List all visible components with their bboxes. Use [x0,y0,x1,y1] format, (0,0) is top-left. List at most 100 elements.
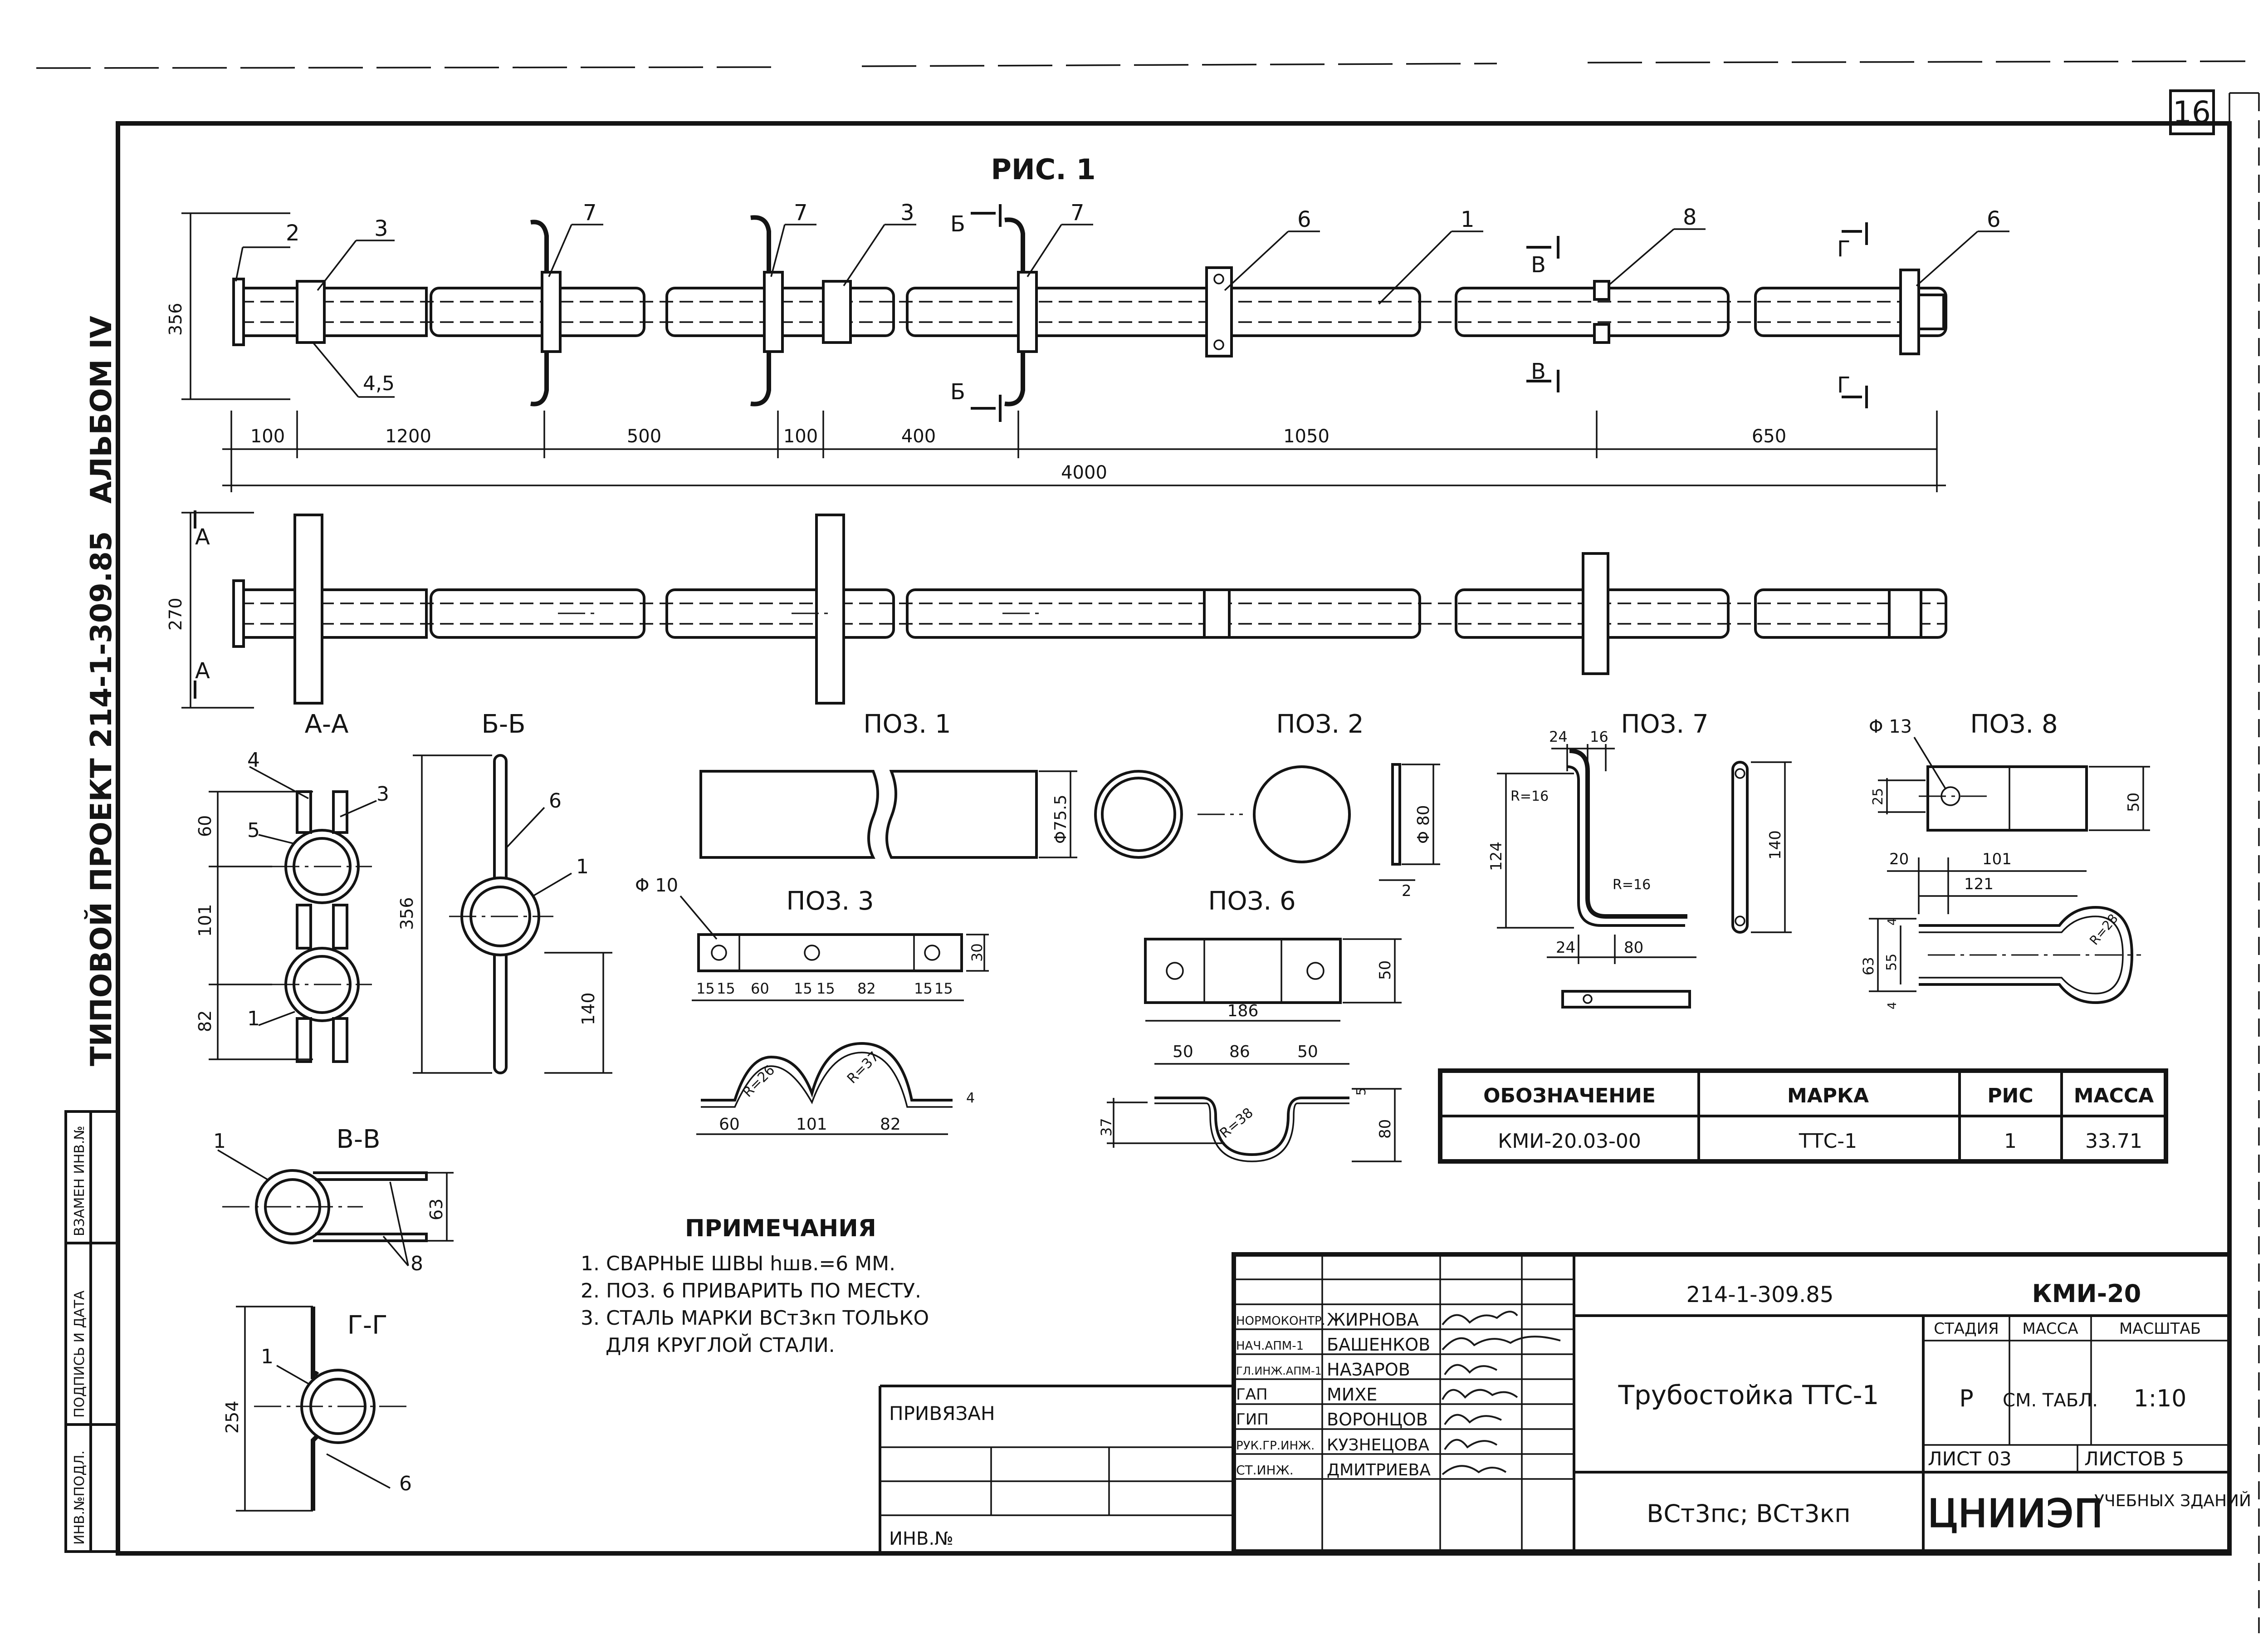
scale-value: 1:10 [2134,1385,2187,1412]
mass-value: СМ. ТАБЛ. [2003,1390,2098,1411]
dim-label: 80 [1376,1119,1394,1139]
dim-label: 55 [1884,954,1900,971]
staff-name: НАЗАРОВ [1327,1360,1410,1380]
dim-label: 50 [2125,793,2143,812]
strip-inv: ИНВ.№ПОДЛ. [72,1450,88,1545]
dim-label: 500 [627,426,661,447]
position-1: ПОЗ. 1 Φ75.5 [699,710,1243,859]
leader-label: 7 [583,200,597,225]
figure-plan: 270 А А [166,510,1947,709]
stage-head: СТАДИЯ [1934,1320,1999,1338]
pos1-title: ПОЗ. 1 [863,710,951,739]
section-gg: Г-Г 254 1 6 [222,1306,412,1512]
leader-label: 1 [1461,207,1475,232]
doc-code: 214-1-309.85 [1686,1282,1834,1307]
dim-label: 60 [195,815,215,837]
pos7-title: ПОЗ. 7 [1621,710,1708,739]
notes: ПРИМЕЧАНИЯ 1. СВАРНЫЕ ШВЫ hшв.=6 ММ. 2. … [581,1215,929,1357]
dim-label: 186 [1227,1002,1259,1020]
leaders-elevation: 2 3 7 7 3 7 6 1 8 6 4,5 [235,200,2009,398]
leader-label: 3 [900,200,914,225]
dim-label: 4 [1886,1002,1899,1009]
staff-name: ЖИРНОВА [1327,1310,1419,1330]
dim-label: 1200 [385,426,431,447]
spec-table: ОБОЗНАЧЕНИЕ МАРКА РИС МАССА КМИ-20.03-00… [1438,1068,2168,1164]
position-2: ПОЗ. 2 Φ 80 2 [1253,710,1440,900]
dim-label: 86 [1229,1043,1250,1061]
section-mark: Г [1837,372,1850,398]
dim-label: 24 [1549,728,1568,745]
section-bb: Б-Б 356 140 6 1 [397,710,612,1074]
leader-label: 6 [399,1472,412,1495]
dim-label: 37 [1098,1118,1115,1136]
staff-name: ДМИТРИЕВА [1327,1461,1431,1479]
spec-header: РИС [1987,1084,2033,1107]
title-block: ПРИВЯЗАН ИНВ.№ НОРМОКОНТР. ЖИРНОВА НАЧ.А… [879,1252,2251,1554]
dim-label: 2 [1402,882,1412,900]
position-8: ПОЗ. 8 Φ 13 25 50 20 101 121 R=28 63 55 … [1860,710,2150,1009]
dim-label: 15 [914,980,933,997]
dim-label: 124 [1487,842,1505,871]
figure-title: РИС. 1 [991,153,1095,186]
radius-label: R=26 [740,1062,778,1100]
sheet-label: ЛИСТ 03 [1928,1448,2012,1470]
staff-role: ГИП [1236,1410,1269,1429]
section-mark: А [195,658,210,684]
dim-label: 121 [1964,875,1994,893]
staff-role: ГЛ.ИНЖ.АПМ-1 [1236,1365,1322,1377]
dim-label: 63 [1860,957,1877,975]
section-mark: В [1531,252,1546,278]
dim-label: 24 [1556,939,1575,957]
sheet-frame: 16 [36,60,2260,1633]
notes-title: ПРИМЕЧАНИЯ [685,1215,876,1242]
leader-label: 8 [1683,205,1697,230]
leader-label: 4,5 [363,372,395,395]
dim-label: 50 [1173,1043,1193,1061]
section-mark: Г [1837,236,1850,262]
inv-label: ИНВ.№ [889,1528,953,1549]
sheet-title: Трубостойка ТТС-1 [1618,1380,1879,1410]
hole-dim: Φ 10 [635,875,678,896]
dim-label: 140 [578,992,598,1025]
dim-label: 82 [857,980,876,997]
section-aa: А-А 60 101 82 4 3 5 1 [195,710,389,1063]
dim-label: 30 [968,943,986,962]
stage-value: Р [1959,1385,1973,1412]
dim-label: 50 [1297,1043,1318,1061]
section-vv: В-В 63 1 8 [213,1125,454,1275]
sheet-number: 16 [2173,95,2211,130]
staff-name: ВОРОНЦОВ [1327,1410,1428,1430]
staff-name: КУЗНЕЦОВА [1327,1436,1429,1454]
org-suffix: УЧЕБНЫХ ЗДАНИЙ [2094,1491,2251,1510]
side-labels: АЛЬБОМ IV ТИПОВОЙ ПРОЕКТ 214-1-309.85 [84,316,118,1066]
notes-line: 2. ПОЗ. 6 ПРИВАРИТЬ ПО МЕСТУ. [581,1279,921,1302]
dim-label: 82 [195,1010,215,1032]
leader-label: 6 [1987,207,2001,232]
dim-label: 15 [816,980,835,997]
spec-cell: КМИ-20.03-00 [1498,1130,1641,1153]
leader-label: 5 [247,819,260,842]
doc-mark: КМИ-20 [2032,1279,2141,1308]
dim-label: 1050 [1283,426,1330,447]
leader-label: 1 [576,855,589,878]
spec-cell: 33.71 [2085,1130,2142,1153]
dim-label: 100 [783,426,818,447]
fittings [296,215,1945,406]
dim-label: 60 [719,1115,740,1134]
leader-label: 4 [247,749,260,772]
strip-vzamen: ВЗАМЕН ИНВ.№ [72,1126,88,1236]
dim-label: 63 [426,1199,446,1220]
section-mark: Б [950,379,965,405]
spec-cell: ТТС-1 [1799,1130,1857,1153]
dim-label: 650 [1752,426,1786,447]
dim-label: 15 [934,980,953,997]
dim-label: 101 [1982,850,2012,868]
dimension-chain: 356 100 1200 500 100 400 1050 650 4000 [166,212,1946,492]
staff-role: СТ.ИНЖ. [1236,1463,1294,1478]
dim-label: 4 [966,1090,975,1106]
dim-label: 15 [717,980,735,997]
figure-elevation: РИС. 1 [166,153,2009,492]
spec-header: МАССА [2074,1084,2154,1107]
dim-label: 15 [794,980,812,997]
